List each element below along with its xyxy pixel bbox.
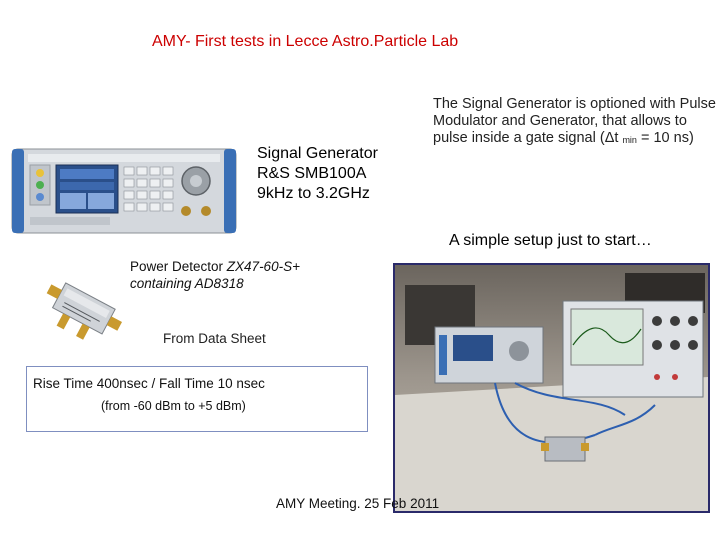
- lab-setup-photo: [393, 263, 710, 513]
- signal-generator-image: [10, 145, 238, 237]
- footer-text: AMY Meeting. 25 Feb 2011: [276, 496, 440, 511]
- power-range: (from -60 dBm to +5 dBm): [101, 399, 246, 413]
- spec-box: [26, 366, 368, 432]
- rise-fall-time: Rise Time 400nsec / Fall Time 10 nsec: [33, 376, 265, 391]
- power-detector-image: [36, 272, 128, 354]
- sg-desc-sub: min: [622, 135, 637, 145]
- pd-label-line-1: Power Detector ZX47-60-S+: [130, 258, 300, 275]
- pd-model: ZX47-60-S+: [226, 259, 300, 274]
- sg-label-line-3: 9kHz to 3.2GHz: [257, 185, 370, 202]
- pd-prefix: Power Detector: [130, 259, 227, 274]
- sg-label-line-1: Signal Generator: [257, 145, 378, 162]
- signal-generator-label: Signal Generator R&S SMB100A 9kHz to 3.2…: [257, 144, 378, 204]
- setup-caption: A simple setup just to start…: [449, 232, 652, 249]
- signal-generator-description: The Signal Generator is optioned with Pu…: [433, 96, 720, 148]
- sg-desc-end: = 10 ns): [636, 130, 694, 146]
- power-detector-label: Power Detector ZX47-60-S+ containing AD8…: [130, 258, 300, 292]
- data-sheet-heading: From Data Sheet: [163, 331, 266, 346]
- pd-label-line-2: containing AD8318: [130, 276, 244, 291]
- sg-desc-main: The Signal Generator is optioned with Pu…: [433, 96, 716, 146]
- sg-label-line-2: R&S SMB100A: [257, 165, 367, 182]
- slide-title: AMY- First tests in Lecce Astro.Particle…: [152, 33, 459, 50]
